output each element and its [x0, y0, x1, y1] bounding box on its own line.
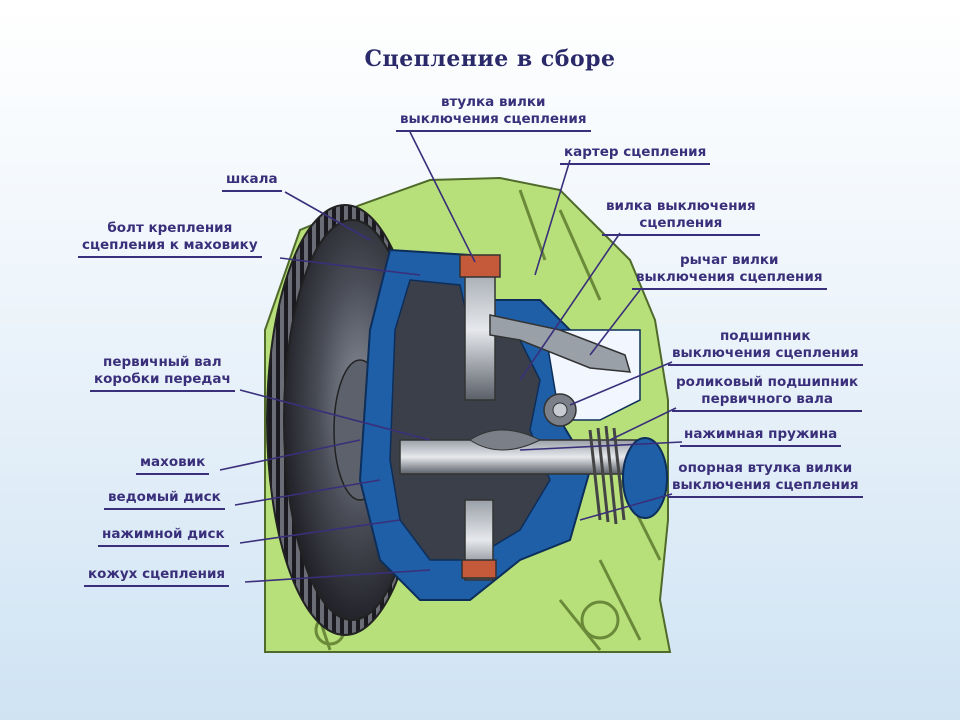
release-fork-sleeve-cap	[459, 254, 501, 278]
input-shaft-gear	[588, 425, 626, 525]
pressure-spring	[469, 429, 542, 451]
label-clutch-cover: кожух сцепления	[84, 566, 230, 587]
leader-lines	[219, 131, 683, 583]
label-scale: шкала	[222, 171, 282, 192]
label-pressure-plate: нажимной диск	[98, 526, 229, 547]
label-clutch-housing: картер сцепления	[560, 144, 711, 165]
release-bearing-inner	[552, 402, 568, 418]
diagram-title: Сцепление в сборе	[364, 46, 616, 72]
release-fork-lever	[489, 314, 632, 373]
release-fork-lower-cap	[461, 559, 497, 579]
label-pressure-spring: нажимная пружина	[680, 426, 842, 447]
label-flywheel: маховик	[136, 454, 210, 475]
housing-bolt-hole	[580, 600, 620, 640]
label-driven-disc: ведомый диск	[104, 489, 225, 510]
